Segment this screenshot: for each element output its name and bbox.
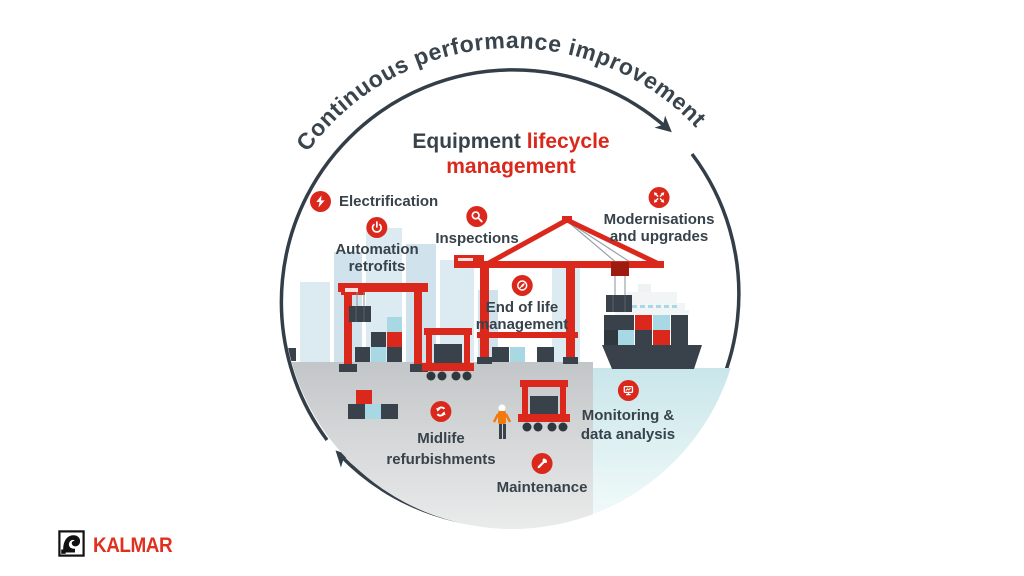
sts-crane bbox=[454, 216, 664, 364]
kalmar-wordmark: KALMAR bbox=[93, 534, 173, 557]
water bbox=[593, 368, 741, 518]
quay-ground bbox=[283, 362, 593, 529]
rtg-crane bbox=[338, 283, 428, 372]
cycle-arc-top bbox=[279, 68, 672, 442]
container-ship bbox=[602, 284, 702, 369]
worker-figure bbox=[492, 404, 512, 439]
title-line1: Equipment lifecycle bbox=[412, 129, 609, 154]
page-title: Equipment lifecycle management bbox=[412, 129, 609, 179]
shuttle-carrier-maintenance bbox=[518, 380, 570, 432]
kalmar-logo: KALMAR bbox=[58, 530, 181, 562]
title-lifecycle: lifecycle bbox=[526, 130, 610, 153]
container-stack-upper bbox=[355, 317, 402, 362]
shuttle-carrier bbox=[422, 328, 474, 381]
title-management: management bbox=[446, 155, 576, 178]
kalmar-logo-mark bbox=[58, 530, 85, 562]
title-equipment: Equipment bbox=[412, 130, 521, 153]
